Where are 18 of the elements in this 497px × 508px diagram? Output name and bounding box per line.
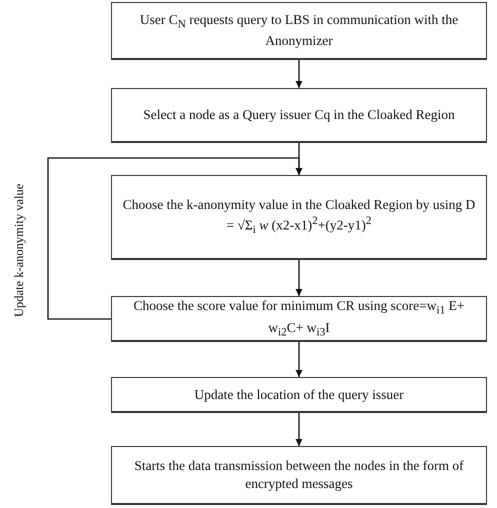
process-box [111,2,487,60]
process-box [111,175,487,260]
step-text: Starts the data transmission between the nodes in the form of encrypted messages [133,457,465,493]
process-box [111,88,487,143]
edge-label: Update k-anonymity value [12,184,27,317]
process-box [111,296,487,342]
step-text: User C$_{N}$ requests query to LBS in communication with the Anonymizer [138,11,460,50]
arrow [296,342,302,377]
step-text: Choose the score value for minimum CR using score=w$_{i1}$ E+ w$_{i2}$C+ w$_{i3}$I [132,297,466,340]
process-box [111,446,487,505]
step-text: Select a node as a Query issuer Cq in the Cloaked Region [143,106,455,124]
arrow [47,157,302,320]
step-text: Update the location of the query issuer [194,386,404,404]
arrow [296,60,302,88]
arrow [296,260,302,296]
arrow [296,413,302,446]
step-text: Choose the k-anonymity value in the Cloaked Region by using D = √Σ$_{i}$ w (x2-x1)$^{2}$+(y2-y1)$^{2}$ [122,196,476,238]
process-box [111,377,487,413]
